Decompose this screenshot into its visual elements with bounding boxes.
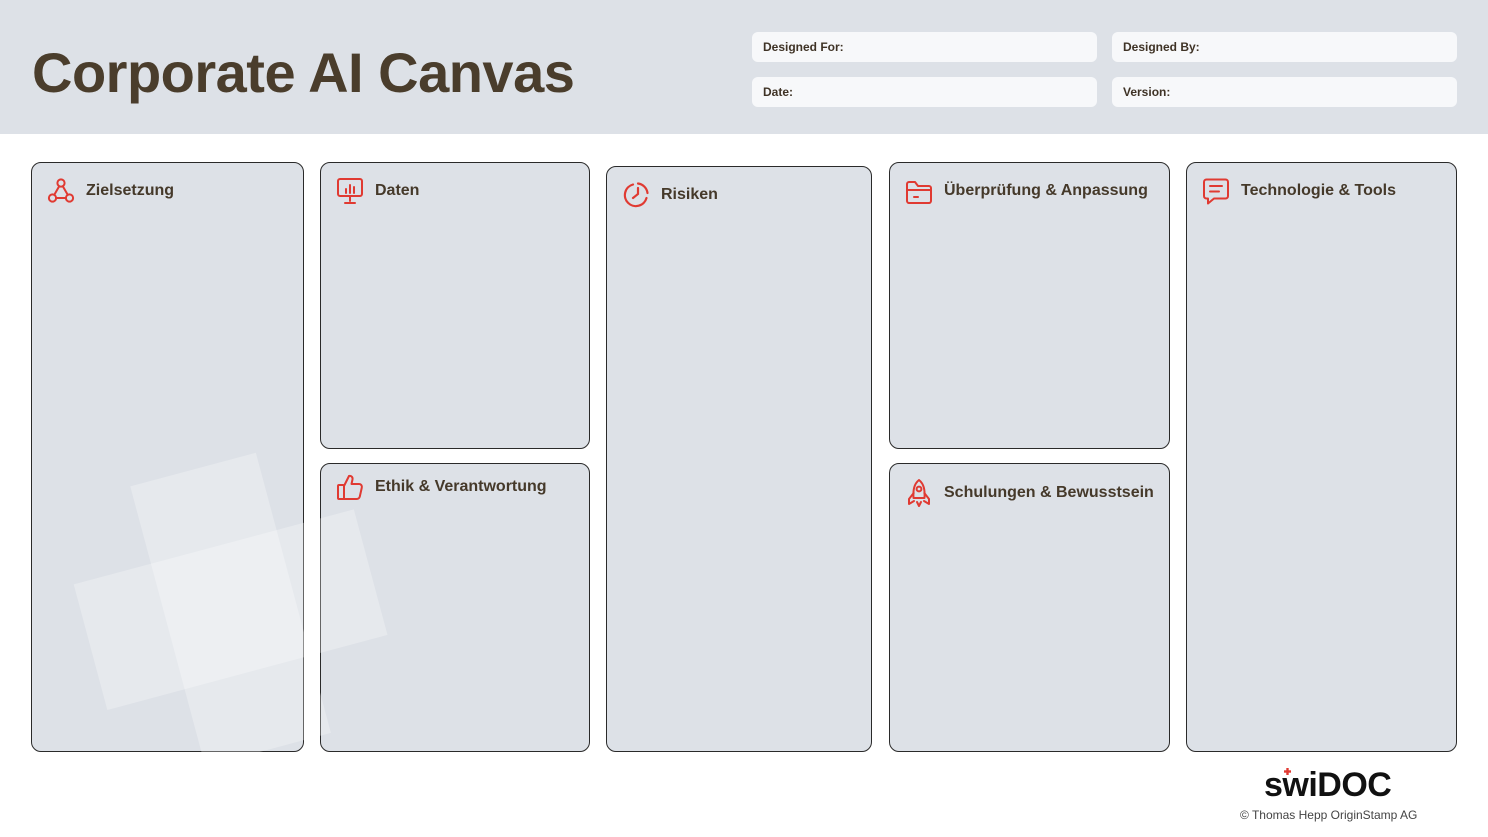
triangle-nodes-icon xyxy=(47,178,75,203)
card-title: Risiken xyxy=(661,186,718,203)
card-risiken[interactable]: Risiken xyxy=(606,166,872,752)
card-ethik-verantwortung[interactable]: Ethik & Verantwortung xyxy=(320,463,590,752)
card-ueberpruefung-anpassung[interactable]: Überprüfung & Anpassung xyxy=(889,162,1170,449)
version-field[interactable]: Version: xyxy=(1112,77,1457,107)
card-title: Schulungen & Bewusstsein xyxy=(944,484,1154,501)
date-label: Date: xyxy=(763,85,794,99)
designed-by-label: Designed By: xyxy=(1123,40,1200,54)
card-daten-header: Daten xyxy=(335,176,419,206)
date-field[interactable]: Date: xyxy=(752,77,1097,107)
pie-chart-icon xyxy=(623,182,649,208)
copyright-text: © Thomas Hepp OriginStamp AG xyxy=(1240,808,1418,822)
folder-icon xyxy=(906,181,932,204)
version-label: Version: xyxy=(1123,85,1171,99)
designed-by-field[interactable]: Designed By: xyxy=(1112,32,1457,62)
rocket-icon xyxy=(908,479,930,507)
thumbs-up-icon xyxy=(337,474,363,500)
card-schulungen-header: Schulungen & Bewusstsein xyxy=(904,478,1154,508)
card-ueberpruefung-header: Überprüfung & Anpassung xyxy=(904,176,1148,206)
card-title: Daten xyxy=(375,182,420,199)
presentation-chart-icon xyxy=(337,178,363,204)
card-zielsetzung[interactable]: Zielsetzung xyxy=(31,162,304,752)
card-schulungen-bewusstsein[interactable]: Schulungen & Bewusstsein xyxy=(889,463,1170,752)
page-title: Corporate AI Canvas xyxy=(32,41,575,104)
card-title: Überprüfung & Anpassung xyxy=(944,182,1148,199)
card-title: Zielsetzung xyxy=(86,182,175,199)
designed-for-label: Designed For: xyxy=(763,40,844,54)
card-zielsetzung-header: Zielsetzung xyxy=(46,176,174,206)
message-icon xyxy=(1203,178,1229,205)
card-ethik-header: Ethik & Verantwortung xyxy=(335,472,547,502)
card-technologie-tools[interactable]: Technologie & Tools xyxy=(1186,162,1457,752)
card-daten[interactable]: Daten xyxy=(320,162,590,449)
card-title: Technologie & Tools xyxy=(1241,182,1396,199)
swiss-cross-icon xyxy=(1284,768,1291,775)
card-technologie-header: Technologie & Tools xyxy=(1201,176,1396,206)
designed-for-field[interactable]: Designed For: xyxy=(752,32,1097,62)
header-bar: Corporate AI Canvas Designed For: Design… xyxy=(0,0,1488,134)
card-title: Ethik & Verantwortung xyxy=(375,478,547,495)
card-risiken-header: Risiken xyxy=(621,180,718,210)
